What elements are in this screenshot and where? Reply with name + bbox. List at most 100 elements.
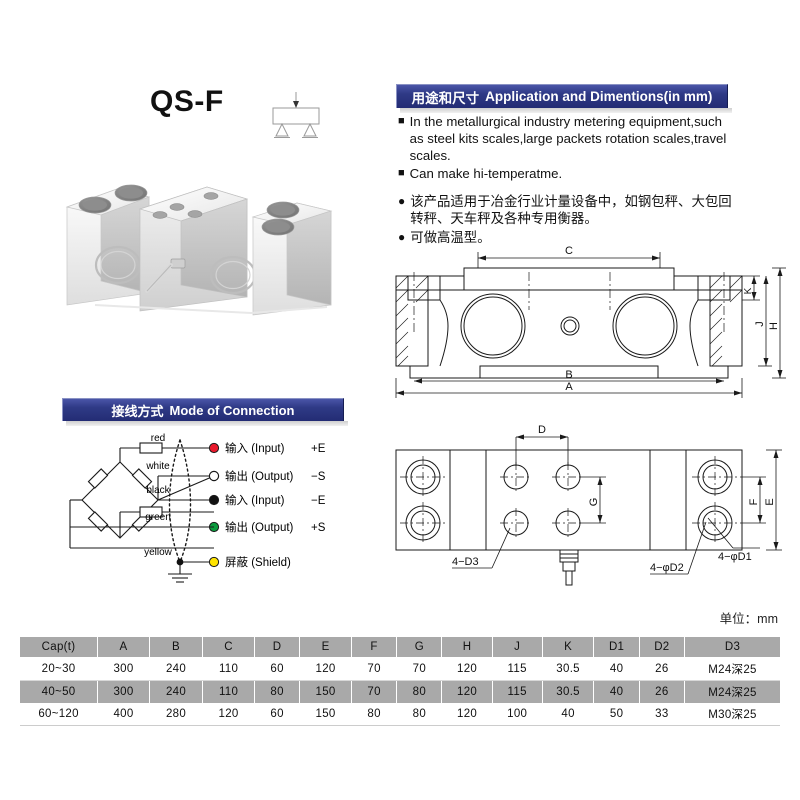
col-header-cap: Cap(t) <box>20 636 99 658</box>
wire-color-label-black: black <box>146 485 170 496</box>
cell-d2: 26 <box>638 657 686 681</box>
cell-b: 280 <box>148 703 204 726</box>
dim-label-C: C <box>565 245 573 257</box>
application-section-header: 用途和尺寸 Application and Dimentions(in mm) <box>396 84 728 108</box>
wire-color-label-green: green <box>145 512 171 523</box>
square-bullet-icon: ■ <box>398 115 405 127</box>
cell-c: 110 <box>202 680 255 703</box>
application-bullet-en-text: In the metallurgical industry metering e… <box>409 114 727 163</box>
col-header-d: D <box>253 636 301 658</box>
application-text-block: ■ In the metallurgical industry metering… <box>398 114 738 248</box>
callout-4-D3: 4−D3 <box>452 556 479 568</box>
cell-d3: M24深25 <box>684 657 780 681</box>
cell-a: 300 <box>97 657 150 681</box>
dim-label-B: B <box>565 369 572 381</box>
wire-color-label-yellow: yellow <box>144 547 173 558</box>
cell-e: 150 <box>299 680 352 703</box>
cell-d1: 40 <box>593 657 640 681</box>
cell-b: 240 <box>148 680 204 703</box>
cell-cap: 20~30 <box>20 657 99 681</box>
cell-d2: 33 <box>638 703 686 726</box>
spacer <box>398 184 738 193</box>
cell-k: 30.5 <box>541 680 595 703</box>
connection-section-header: 接线方式 Mode of Connection <box>62 398 344 421</box>
connection-bar-shadow <box>66 421 348 426</box>
cell-cap: 60~120 <box>20 703 99 726</box>
dim-label-E: E <box>764 498 776 505</box>
cell-k: 40 <box>541 703 595 726</box>
round-bullet-icon: ● <box>398 229 406 244</box>
dim-label-D: D <box>538 424 546 436</box>
cell-a: 300 <box>97 680 150 703</box>
cell-g: 80 <box>396 680 443 703</box>
cell-d2: 26 <box>638 680 686 703</box>
wire-function-white: 输出 (Output) <box>225 469 294 483</box>
wire-row-group: red 输入 (Input) +E white 输出 (Output) −S b… <box>70 433 326 569</box>
cell-e: 120 <box>299 657 352 681</box>
dim-label-G: G <box>588 498 600 507</box>
wire-color-label-white: white <box>145 461 170 472</box>
specification-table: Cap(t) A B C D E F G H J K D1 D2 D3 <box>20 636 780 726</box>
specification-table-wrapper: Cap(t) A B C D E F G H J K D1 D2 D3 <box>20 636 780 726</box>
cell-f: 80 <box>350 703 398 726</box>
application-bullet-cn: ● 可做高温型。 <box>398 229 738 246</box>
cell-d1: 40 <box>593 680 640 703</box>
product-photo <box>65 184 333 316</box>
cell-d1: 50 <box>593 703 640 726</box>
cell-c: 120 <box>202 703 255 726</box>
cell-j: 115 <box>491 680 543 703</box>
cell-d3: M24深25 <box>684 680 780 703</box>
cell-h: 120 <box>441 657 493 681</box>
cell-j: 100 <box>491 703 543 726</box>
col-header-a: A <box>97 636 150 658</box>
wire-function-yellow: 屏蔽 (Shield) <box>225 556 291 569</box>
callout-4-phi-D1: 4−φD1 <box>718 551 752 563</box>
table-header-row: Cap(t) A B C D E F G H J K D1 D2 D3 <box>20 636 780 658</box>
application-title-cn: 用途和尺寸 <box>411 90 480 106</box>
terminal-dot-yellow <box>208 556 220 568</box>
cell-g: 80 <box>396 703 443 726</box>
col-header-k: K <box>541 636 595 658</box>
dim-label-A: A <box>565 381 573 393</box>
col-header-c: C <box>202 636 255 658</box>
wire-sign-black: −E <box>311 495 326 507</box>
cell-d3: M30深25 <box>684 703 780 726</box>
terminal-dot-black <box>208 494 220 506</box>
cell-h: 120 <box>441 680 493 703</box>
dim-label-J: J <box>754 321 766 327</box>
application-bullet-cn-text: 该产品适用于冶金行业计量设备中，如钢包秤、大包回转秤、天车秤及各种专用衡器。 <box>410 193 732 226</box>
dim-label-F: F <box>748 498 760 505</box>
terminal-dot-white <box>208 470 220 482</box>
cell-b: 240 <box>148 657 204 681</box>
col-header-f: F <box>350 636 398 658</box>
cell-cap: 40~50 <box>20 680 99 703</box>
front-elevation-drawing: C B A K <box>395 245 786 398</box>
table-row: 40~50 300 240 110 80 150 70 80 120 115 3… <box>20 680 780 703</box>
cell-h: 120 <box>441 703 493 726</box>
connection-title-cn: 接线方式 <box>111 403 164 419</box>
application-bullet-cn-text: 可做高温型。 <box>410 229 491 245</box>
col-header-d2: D2 <box>638 636 686 658</box>
col-header-g: G <box>396 636 443 658</box>
table-row: 60~120 400 280 120 60 150 80 80 120 100 … <box>20 703 780 726</box>
page-title: QS-F <box>150 85 224 118</box>
cell-f: 70 <box>350 657 398 681</box>
application-bullet-en-text: Can make hi-temperatme. <box>409 165 563 181</box>
application-bullet-en: ■ Can make hi-temperatme. <box>398 166 738 183</box>
application-bullet-cn: ● 该产品适用于冶金行业计量设备中，如钢包秤、大包回转秤、天车秤及各种专用衡器。 <box>398 193 738 227</box>
round-bullet-icon: ● <box>398 193 406 208</box>
wire-sign-green: +S <box>311 522 326 534</box>
col-header-h: H <box>441 636 493 658</box>
wire-color-label-red: red <box>151 433 165 444</box>
cell-d: 80 <box>253 680 301 703</box>
application-bullet-en: ■ In the metallurgical industry metering… <box>398 114 738 165</box>
cell-j: 115 <box>491 657 543 681</box>
square-bullet-icon: ■ <box>398 166 405 179</box>
connection-title-en: Mode of Connection <box>169 402 295 418</box>
dim-label-K: K <box>743 287 754 294</box>
col-header-d3: D3 <box>684 636 780 658</box>
col-header-d1: D1 <box>593 636 640 658</box>
dim-label-H: H <box>768 322 780 330</box>
cell-g: 70 <box>396 657 443 681</box>
